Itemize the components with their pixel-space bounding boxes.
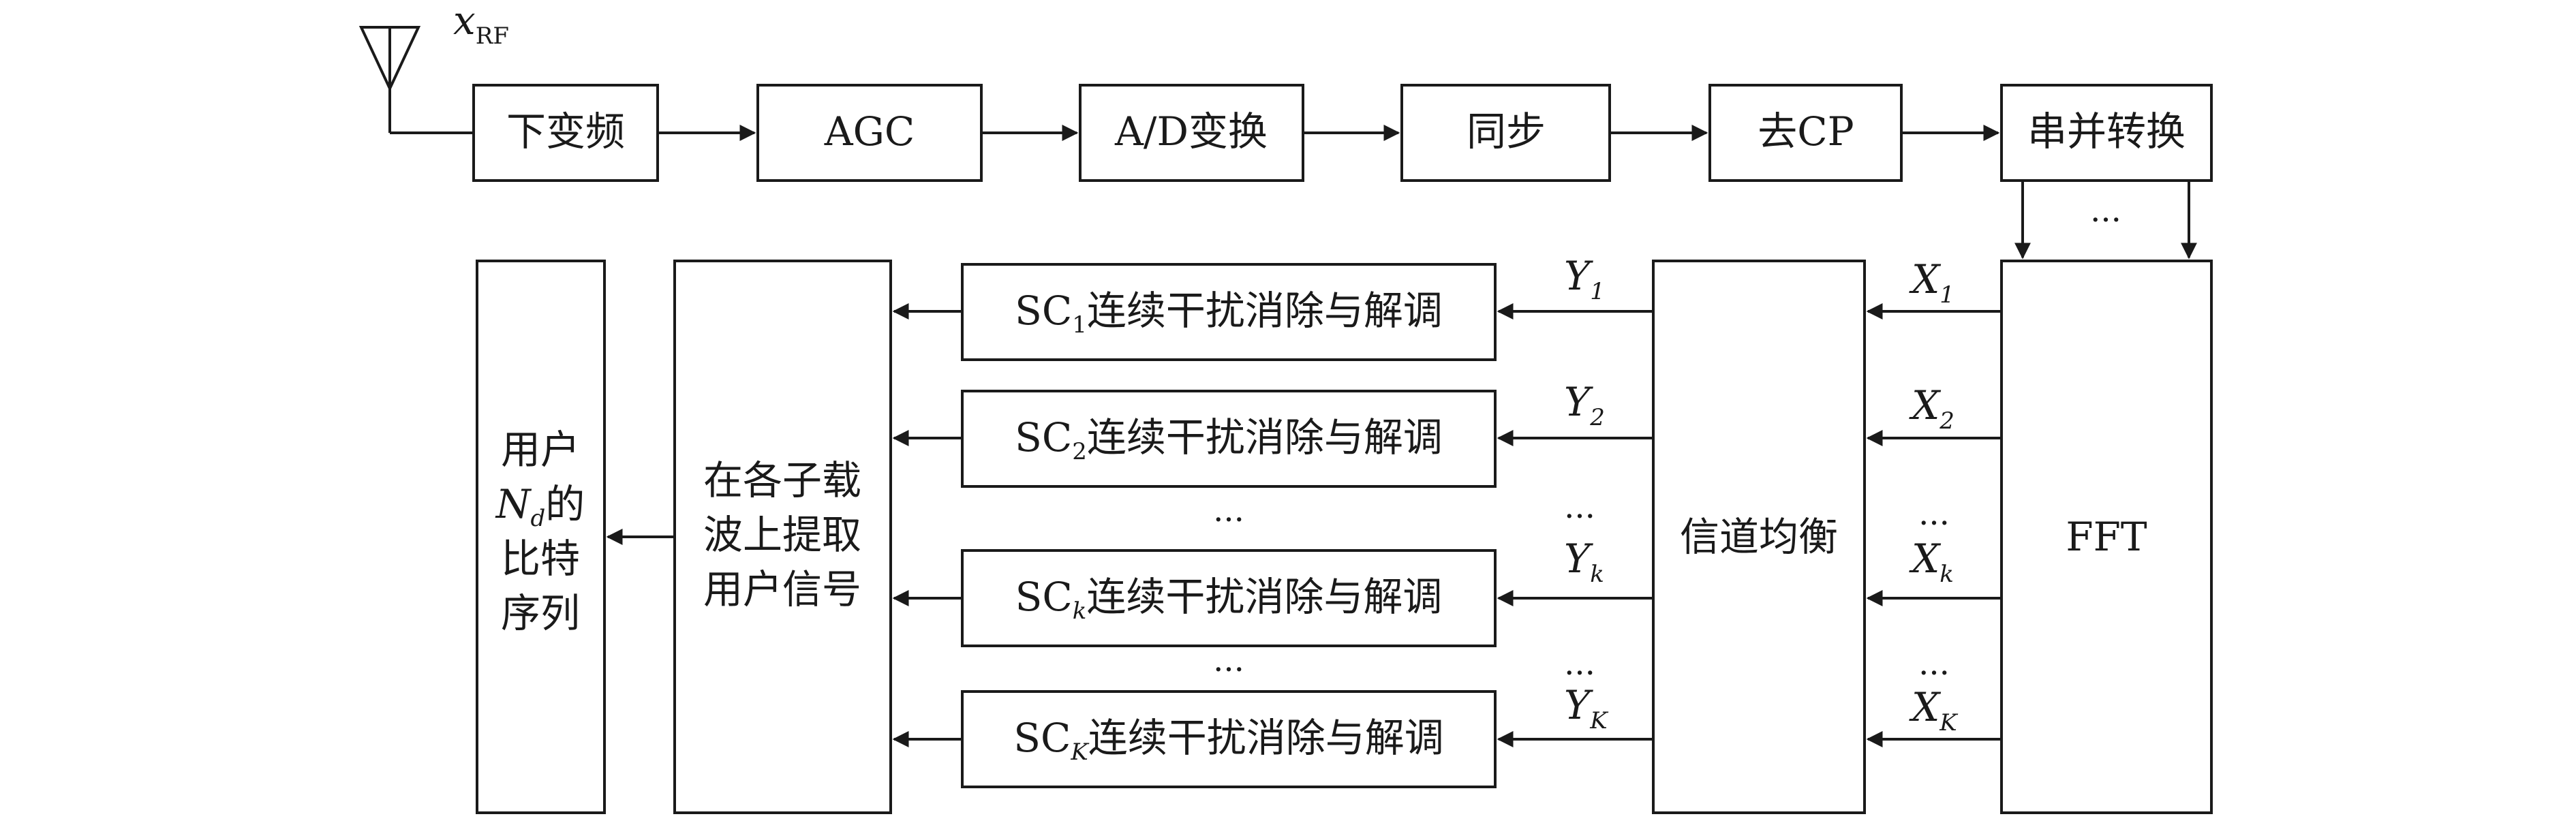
extract-label-3: 用户信号 (703, 566, 861, 612)
y-label-1: Y1 (1564, 253, 1605, 305)
chain-block-removecp: 去CP (1708, 84, 1903, 182)
sc-block-k: SCk连续干扰消除与解调 (961, 549, 1497, 647)
sc-label-1: SC1连续干扰消除与解调 (1015, 288, 1443, 339)
chain-label-serial-parallel: 串并转换 (2027, 108, 2186, 155)
x-ellipsis-2: ... (1918, 645, 1950, 683)
output-label-1: 用户 (501, 426, 580, 473)
y-arrow-1: Y1 (1497, 253, 1653, 320)
sp-fft-ellipsis: ... (2090, 191, 2121, 230)
x-arrow-2: X2 (1866, 382, 2002, 446)
antenna-icon (358, 26, 474, 134)
equalizer-label: 信道均衡 (1680, 514, 1838, 560)
y-arrow-K: YK (1497, 682, 1653, 747)
y-ellipsis-1: ... (1564, 488, 1595, 526)
y-arrow-2: Y2 (1497, 379, 1653, 446)
x-label-k: Xk (1909, 535, 1954, 588)
sc-ellipsis-2: ... (1213, 641, 1244, 679)
sc-label-K: SCK连续干扰消除与解调 (1013, 715, 1444, 766)
x-arrow-k: Xk (1866, 535, 2002, 606)
sc-label-k: SCk连续干扰消除与解调 (1015, 574, 1443, 625)
x-ellipsis-1: ... (1918, 495, 1950, 533)
x-label-2: X2 (1909, 382, 1954, 435)
chain-block-downconvert: 下变频 (472, 84, 659, 182)
output-label-4: 序列 (501, 590, 580, 636)
fft-label: FFT (2066, 514, 2147, 560)
extract-label-1: 在各子载 (703, 457, 861, 503)
chain-block-sync: 同步 (1400, 84, 1611, 182)
y-ellipsis-2: ... (1564, 645, 1595, 683)
x-arrow-K: XK (1866, 684, 2002, 747)
output-block: 用户 Nd的 比特 序列 (476, 260, 606, 814)
sc-block-1: SC1连续干扰消除与解调 (961, 263, 1497, 361)
x-arrow-1: X1 (1866, 256, 2002, 320)
y-label-k: Yk (1564, 535, 1604, 588)
chain-label-downconvert: 下变频 (506, 108, 625, 155)
x-label-K: XK (1909, 684, 1959, 736)
x-label-1: X1 (1909, 256, 1954, 309)
y-label-K: YK (1564, 682, 1609, 734)
output-label-2: Nd的 (495, 481, 585, 532)
chain-label-removecp: 去CP (1758, 108, 1854, 155)
chain-label-ad: A/D变换 (1114, 108, 1268, 155)
extract-block: 在各子载 波上提取 用户信号 (673, 260, 892, 814)
sc-block-K: SCK连续干扰消除与解调 (961, 690, 1497, 788)
chain-label-agc: AGC (824, 108, 915, 155)
extract-label-2: 波上提取 (703, 512, 861, 558)
chain-block-serial-parallel: 串并转换 (2000, 84, 2213, 182)
sc-label-2: SC2连续干扰消除与解调 (1015, 414, 1443, 465)
chain-label-sync: 同步 (1467, 108, 1546, 155)
chain-block-agc: AGC (756, 84, 983, 182)
y-label-2: Y2 (1564, 379, 1605, 431)
fft-block: FFT (2000, 260, 2213, 814)
sc-block-2: SC2连续干扰消除与解调 (961, 390, 1497, 488)
equalizer-block: 信道均衡 (1652, 260, 1866, 814)
y-arrow-k: Yk (1497, 535, 1653, 606)
output-label-3: 比特 (501, 535, 580, 582)
sc-ellipsis-1: ... (1213, 491, 1244, 529)
antenna-label: xRF (453, 0, 509, 50)
chain-block-ad: A/D变换 (1079, 84, 1304, 182)
